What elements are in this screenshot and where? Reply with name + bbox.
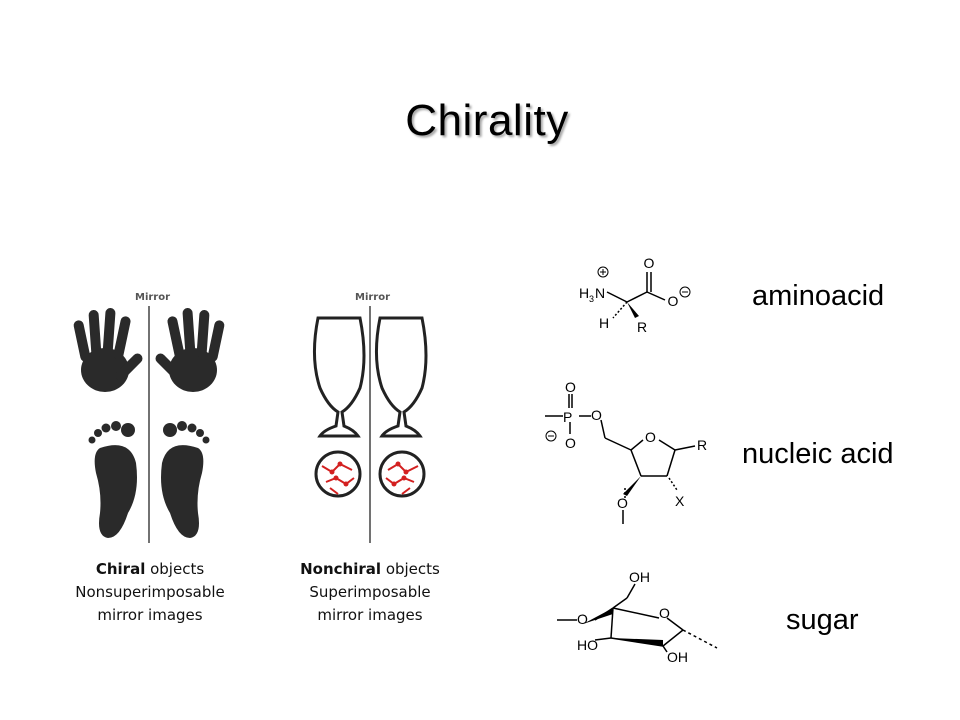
atom-o-sub: O [617,495,628,511]
caption-line2: Nonsuperimposable [75,583,225,601]
nonchiral-caption: Nonchiral objects Superimposable mirror … [270,558,470,627]
atom-o-link: O [591,407,602,423]
nonchiral-objects-panel: Mirror Nonchiral objects Superimposable … [280,288,460,628]
atom-h3n-subscript: 3 [589,294,594,304]
sugar-structure: OH O O HO OH [557,569,718,665]
atom-oh-bottom: OH [667,649,688,665]
slide-title: Chirality [405,96,569,145]
atom-p: P [563,409,572,425]
charge-minus-icon [679,286,691,298]
atom-oh-top: OH [629,569,650,585]
right-hand-icon [155,308,225,392]
atom-o-methoxy: O [577,611,588,627]
sugar-label: sugar [786,604,859,636]
atom-x: X [675,493,685,509]
atom-n: N [595,285,605,301]
caption-bold: Nonchiral [300,560,382,578]
left-hand-icon [73,308,143,392]
caption-rest: objects [381,560,440,578]
chiral-caption: Chiral objects Nonsuperimposable mirror … [50,558,250,627]
atom-o-right: O [668,293,679,309]
hands-feet-illustration [73,306,225,543]
atom-o-top: O [644,255,655,271]
atom-h: H [599,315,609,331]
caption-line2: Superimposable [309,583,431,601]
caption-line3: mirror images [317,606,423,624]
charge-plus-icon [597,266,609,278]
left-foot-icon [88,421,137,538]
atom-h3n-h: H [579,285,589,301]
atom-r: R [697,437,707,453]
atom-o-top: O [565,379,576,395]
atom-ho: HO [577,637,598,653]
caption-rest: objects [145,560,205,578]
mirror-label: Mirror [135,292,171,303]
caption-bold: Chiral [95,560,146,578]
aminoacid-structure: O O H 3 N H R [579,255,691,335]
chiral-objects-panel: Mirror [60,288,240,628]
atom-o-ring: O [645,429,656,445]
right-glass-icon [374,316,428,438]
charge-minus-icon [545,430,557,442]
caption-line3: mirror images [97,606,203,624]
nucleic-acid-label: nucleic acid [742,438,894,470]
right-sphere-icon [378,450,426,498]
glasses-spheres-illustration [312,306,428,543]
atom-o-bottom: O [565,435,576,451]
aminoacid-label: aminoacid [752,280,885,312]
nucleic-acid-structure: O P O O O R O X [545,379,707,524]
left-glass-icon [312,316,366,438]
right-foot-icon [161,421,210,538]
atom-o-ring: O [659,605,670,621]
left-sphere-icon [314,450,362,498]
atom-r: R [637,319,647,335]
mirror-label: Mirror [355,292,391,303]
